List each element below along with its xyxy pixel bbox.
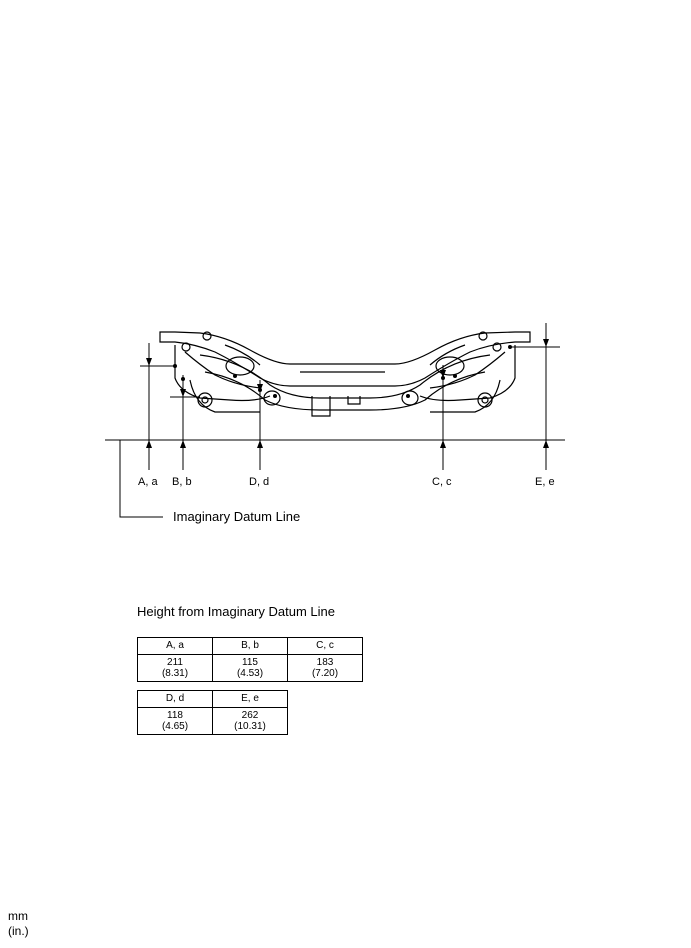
label-c: C, c bbox=[432, 476, 452, 488]
col-head-a: A, a bbox=[137, 637, 213, 655]
value-e-in: (10.31) bbox=[234, 721, 266, 732]
measure-points bbox=[173, 345, 512, 398]
unit-in: (in.) bbox=[8, 924, 29, 938]
value-a-in: (8.31) bbox=[161, 668, 189, 679]
col-head-b: B, b bbox=[212, 637, 288, 655]
value-d-in: (4.65) bbox=[161, 721, 189, 732]
value-b-in: (4.53) bbox=[236, 668, 264, 679]
dim-d-arrow-top bbox=[257, 384, 263, 392]
col-head-d: D, d bbox=[137, 690, 213, 708]
dim-d-arrow-bottom bbox=[257, 440, 263, 448]
table-header-row: A, a B, b C, c bbox=[137, 637, 363, 655]
table-value-row: 211 (8.31) 115 (4.53) 183 (7.20) bbox=[137, 654, 363, 682]
dim-c-arrow-top bbox=[440, 370, 446, 378]
height-table-2: D, d E, e 118 (4.65) 262 (10.31) bbox=[137, 690, 288, 735]
dim-b-arrow-top bbox=[180, 389, 186, 397]
dim-a bbox=[140, 343, 175, 470]
value-b: 115 (4.53) bbox=[212, 654, 288, 682]
datum-line-label: Imaginary Datum Line bbox=[173, 509, 301, 524]
dim-a-arrow-top bbox=[146, 358, 152, 366]
value-a-mm: 211 bbox=[167, 657, 183, 668]
col-head-c: C, c bbox=[287, 637, 363, 655]
value-c-mm: 183 bbox=[316, 657, 334, 668]
value-c-in: (7.20) bbox=[311, 668, 339, 679]
units-legend: mm (in.) bbox=[8, 909, 29, 939]
dim-e bbox=[510, 323, 560, 470]
dim-e-arrow-top bbox=[543, 339, 549, 347]
value-c: 183 (7.20) bbox=[287, 654, 363, 682]
value-d-mm: 118 bbox=[167, 710, 183, 721]
suspension-member bbox=[159, 331, 531, 417]
dim-e-arrow-bottom bbox=[543, 440, 549, 448]
value-e-mm: 262 bbox=[241, 710, 259, 721]
col-head-e: E, e bbox=[212, 690, 288, 708]
dim-c-arrow-bottom bbox=[440, 440, 446, 448]
value-a: 211 (8.31) bbox=[137, 654, 213, 682]
label-a: A, a bbox=[138, 476, 158, 488]
dim-a-arrow-bottom bbox=[146, 440, 152, 448]
datum-leader bbox=[119, 440, 163, 518]
label-d: D, d bbox=[249, 476, 270, 488]
dim-b-arrow-bottom bbox=[180, 440, 186, 448]
value-e: 262 (10.31) bbox=[212, 707, 288, 735]
table-header-row: D, d E, e bbox=[137, 690, 288, 708]
table-title: Height from Imaginary Datum Line bbox=[137, 604, 335, 619]
height-table-1: A, a B, b C, c 211 (8.31) 115 (4.53) 183… bbox=[137, 637, 363, 682]
label-e: E, e bbox=[535, 476, 555, 488]
unit-mm: mm bbox=[8, 909, 28, 923]
value-b-mm: 115 bbox=[242, 657, 258, 668]
table-value-row: 118 (4.65) 262 (10.31) bbox=[137, 707, 288, 735]
value-d: 118 (4.65) bbox=[137, 707, 213, 735]
label-b: B, b bbox=[172, 476, 192, 488]
